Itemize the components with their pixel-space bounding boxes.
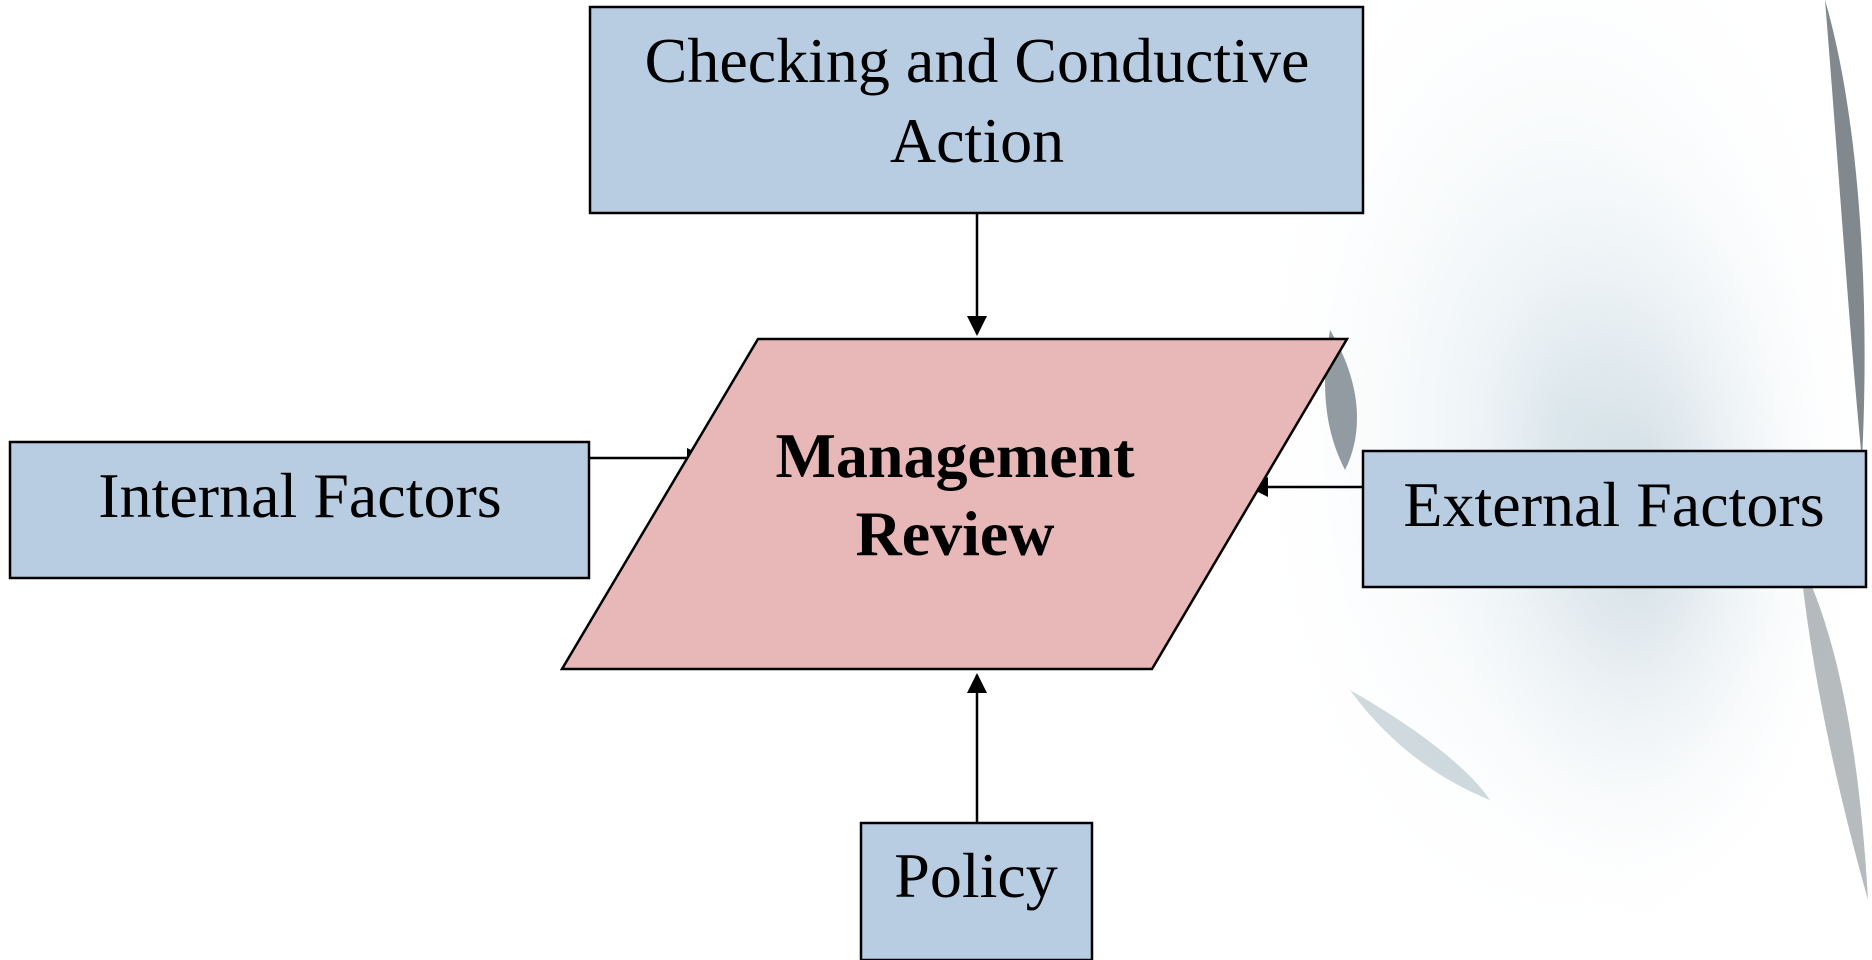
management-review-node: Management Review <box>559 337 1350 671</box>
policy-label: Policy <box>894 840 1058 911</box>
internal-factors-box: Internal Factors <box>8 440 591 580</box>
checking-action-box: Checking and Conductive Action <box>588 5 1365 215</box>
checking-action-line2: Action <box>890 105 1064 176</box>
external-factors-box: External Factors <box>1361 449 1868 589</box>
checking-action-line1: Checking and Conductive <box>645 25 1310 96</box>
management-review-line1: Management <box>775 420 1135 491</box>
external-factors-label: External Factors <box>1403 469 1824 540</box>
policy-box: Policy <box>859 821 1094 960</box>
internal-factors-label: Internal Factors <box>98 460 501 531</box>
management-review-line2: Review <box>855 498 1054 569</box>
